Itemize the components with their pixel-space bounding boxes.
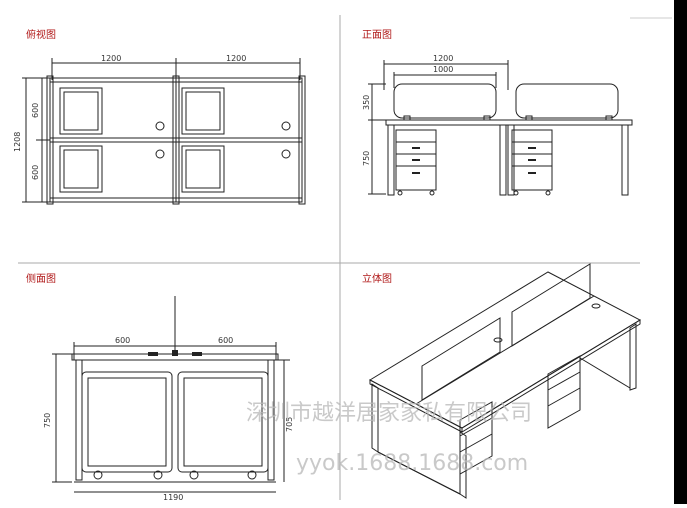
front-view-handles xyxy=(412,147,536,174)
side-dim-left-half: 600 xyxy=(115,336,130,345)
panel-title-top-view: 俯视图 xyxy=(26,30,56,41)
side-view-clips xyxy=(148,350,202,356)
panel-grid xyxy=(18,15,640,500)
side-dim-bottom-width: 1190 xyxy=(163,493,183,502)
panel-title-side-view: 侧面图 xyxy=(26,274,56,285)
front-dim-screen-height: 350 xyxy=(362,95,371,110)
front-view-drawing xyxy=(368,60,633,196)
side-dim-right-half: 600 xyxy=(218,336,233,345)
front-dim-width-outer: 1200 xyxy=(433,54,453,63)
side-dim-height-left: 750 xyxy=(43,413,52,428)
front-dim-width-inner: 1000 xyxy=(433,65,453,74)
top-dim-depth-total: 1208 xyxy=(13,132,22,152)
iso-view-drawing xyxy=(368,263,642,499)
top-dim-depth-bottom: 600 xyxy=(31,165,40,180)
side-view-drawing xyxy=(52,296,290,493)
front-dim-desk-height: 750 xyxy=(362,151,371,166)
top-dim-depth-top: 600 xyxy=(31,103,40,118)
top-dim-width-right: 1200 xyxy=(226,54,246,63)
watermark-company: 深圳市越洋居家家私有限公司 xyxy=(246,401,532,426)
watermark-site: yyok.1688.1688.com xyxy=(296,451,528,476)
top-dim-width-left: 1200 xyxy=(101,54,121,63)
panel-title-front-view: 正面图 xyxy=(362,30,392,41)
panel-title-iso-view: 立体图 xyxy=(362,274,392,285)
side-dim-height-right: 705 xyxy=(285,417,294,432)
top-view-drawing xyxy=(22,58,306,205)
right-edge-bar xyxy=(674,0,687,504)
